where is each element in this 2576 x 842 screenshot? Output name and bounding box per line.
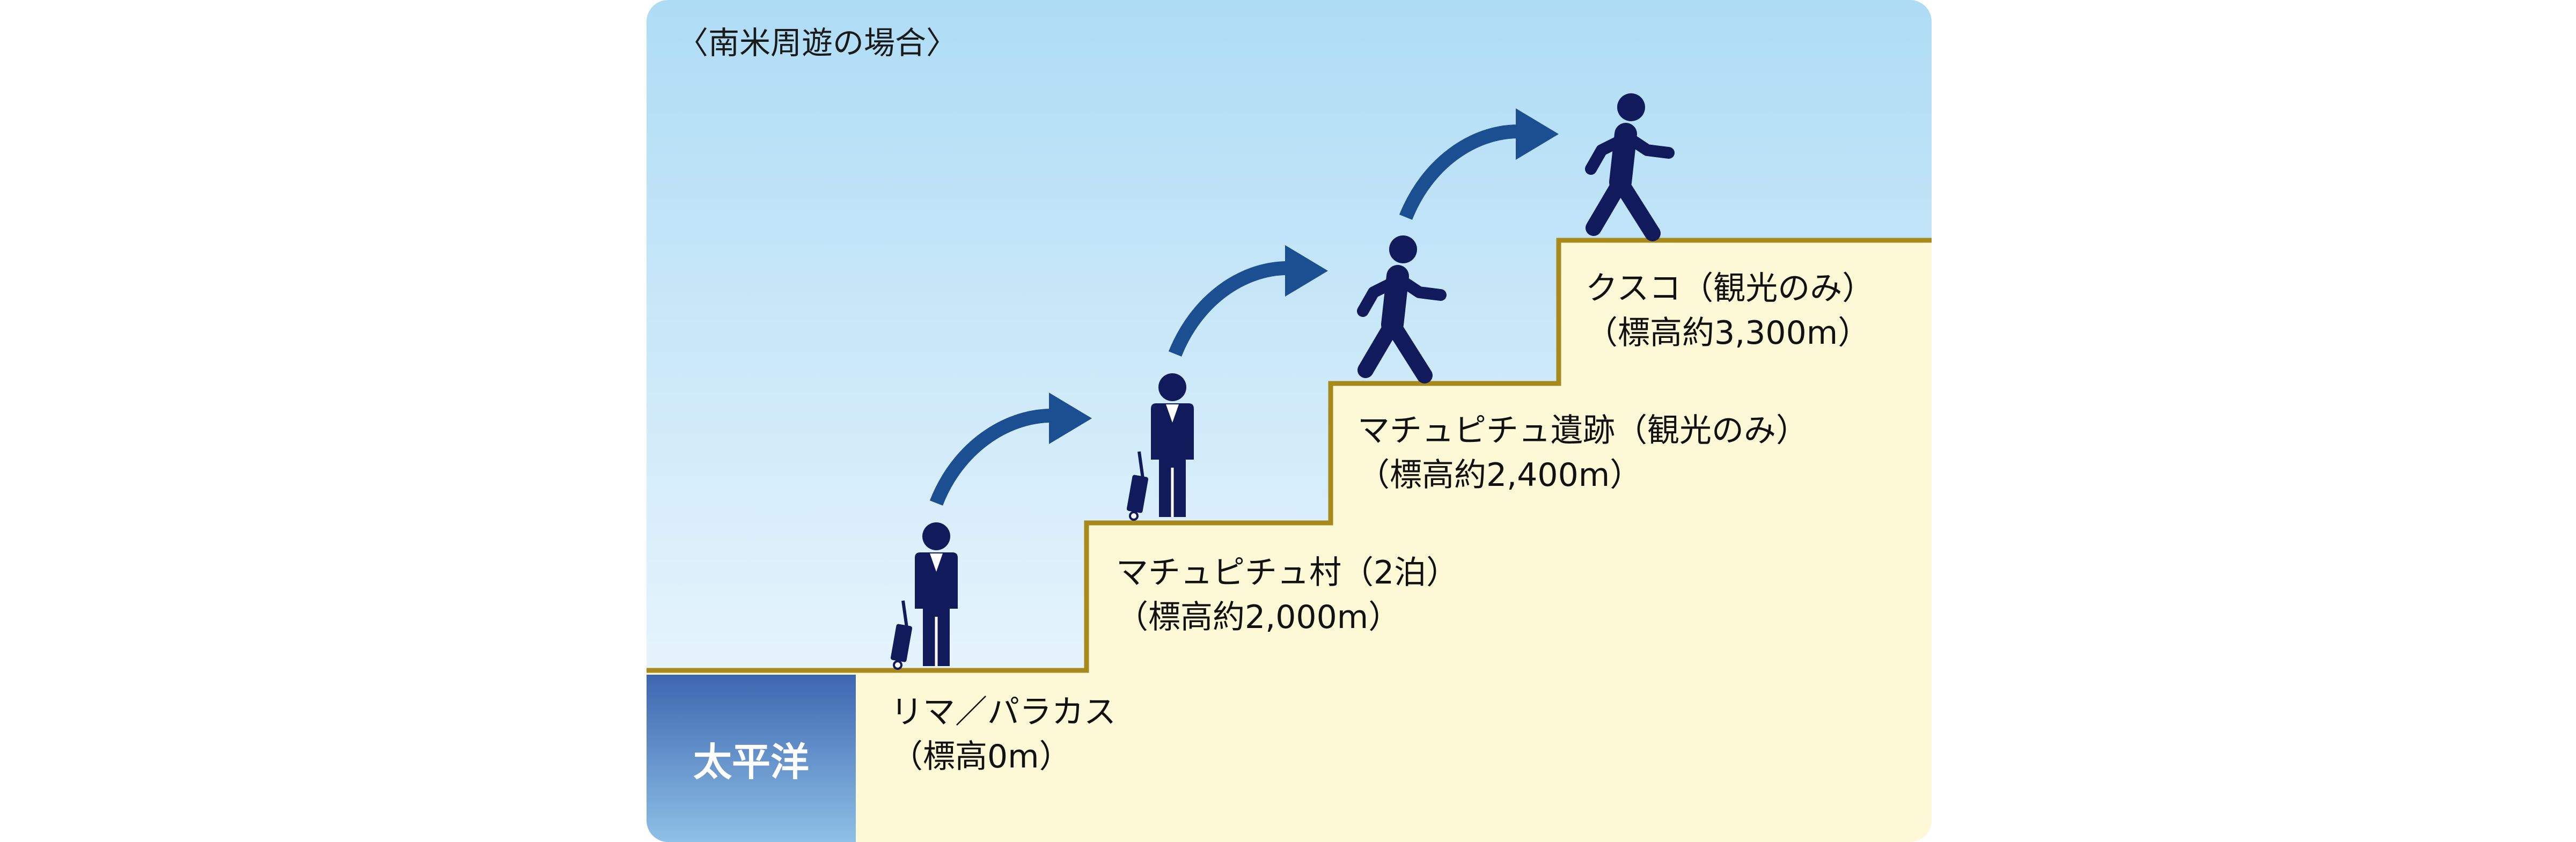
ocean-block [647, 675, 856, 842]
step-2-altitude: （標高約2,000m） [1116, 599, 1401, 636]
traveler-figure-1 [890, 522, 958, 670]
step-4-altitude: （標高約3,300m） [1586, 314, 1870, 352]
ocean-label: 太平洋 [693, 739, 809, 785]
step-up-arrow-2 [1168, 245, 1328, 357]
walking-figure-2 [1585, 93, 1675, 241]
step-3-altitude: （標高約2,400m） [1357, 456, 1642, 494]
step-4-name: クスコ（観光のみ） [1586, 270, 1875, 307]
step-up-arrow-3 [1399, 108, 1559, 220]
diagram-title: 〈南米周遊の場合〉 [677, 25, 958, 61]
step-3-name: マチュピチュ遺跡（観光のみ） [1357, 412, 1808, 449]
traveler-figure-2 [1126, 373, 1194, 521]
step-1-name: リマ／パラカス [891, 693, 1116, 731]
step-1-altitude: （標高0m） [891, 738, 1072, 775]
step-2-name: マチュピチュ村（2泊） [1116, 554, 1459, 592]
step-up-arrow-1 [929, 393, 1092, 506]
step-outline [647, 238, 1932, 673]
ground-area [647, 240, 1932, 842]
walking-figure-1 [1357, 235, 1447, 383]
